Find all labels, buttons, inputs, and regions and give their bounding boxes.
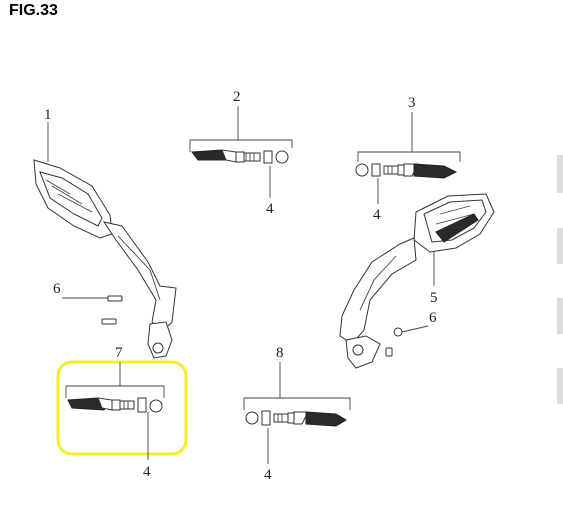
edge-tab [557,368,563,404]
edge-tab [557,298,563,334]
edge-tab [557,155,563,193]
callout-1: 1 [44,107,52,123]
callout-6-right: 6 [429,310,437,326]
left-mirror[interactable] [33,159,177,359]
callout-6-left: 6 [53,281,61,297]
bolt-6-left[interactable] [101,295,123,325]
callout-4-c: 4 [143,464,151,480]
right-mirror[interactable] [339,193,495,369]
highlight-box [56,360,188,456]
callout-4-d: 4 [264,467,272,483]
bolt-6-right[interactable] [385,327,403,357]
figure-title: FIG.33 [9,2,58,19]
callout-3: 3 [408,95,416,111]
turn-signal-3[interactable] [355,163,458,179]
callout-7: 7 [115,345,123,361]
turn-signal-7[interactable] [67,397,163,413]
callout-4-a: 4 [266,201,274,217]
callout-4-b: 4 [373,207,381,223]
turn-signal-8[interactable] [245,410,347,427]
callout-8: 8 [276,345,284,361]
turn-signal-2[interactable] [191,149,289,164]
callout-5: 5 [430,290,438,306]
edge-tab [557,228,563,264]
callout-2: 2 [233,89,241,105]
